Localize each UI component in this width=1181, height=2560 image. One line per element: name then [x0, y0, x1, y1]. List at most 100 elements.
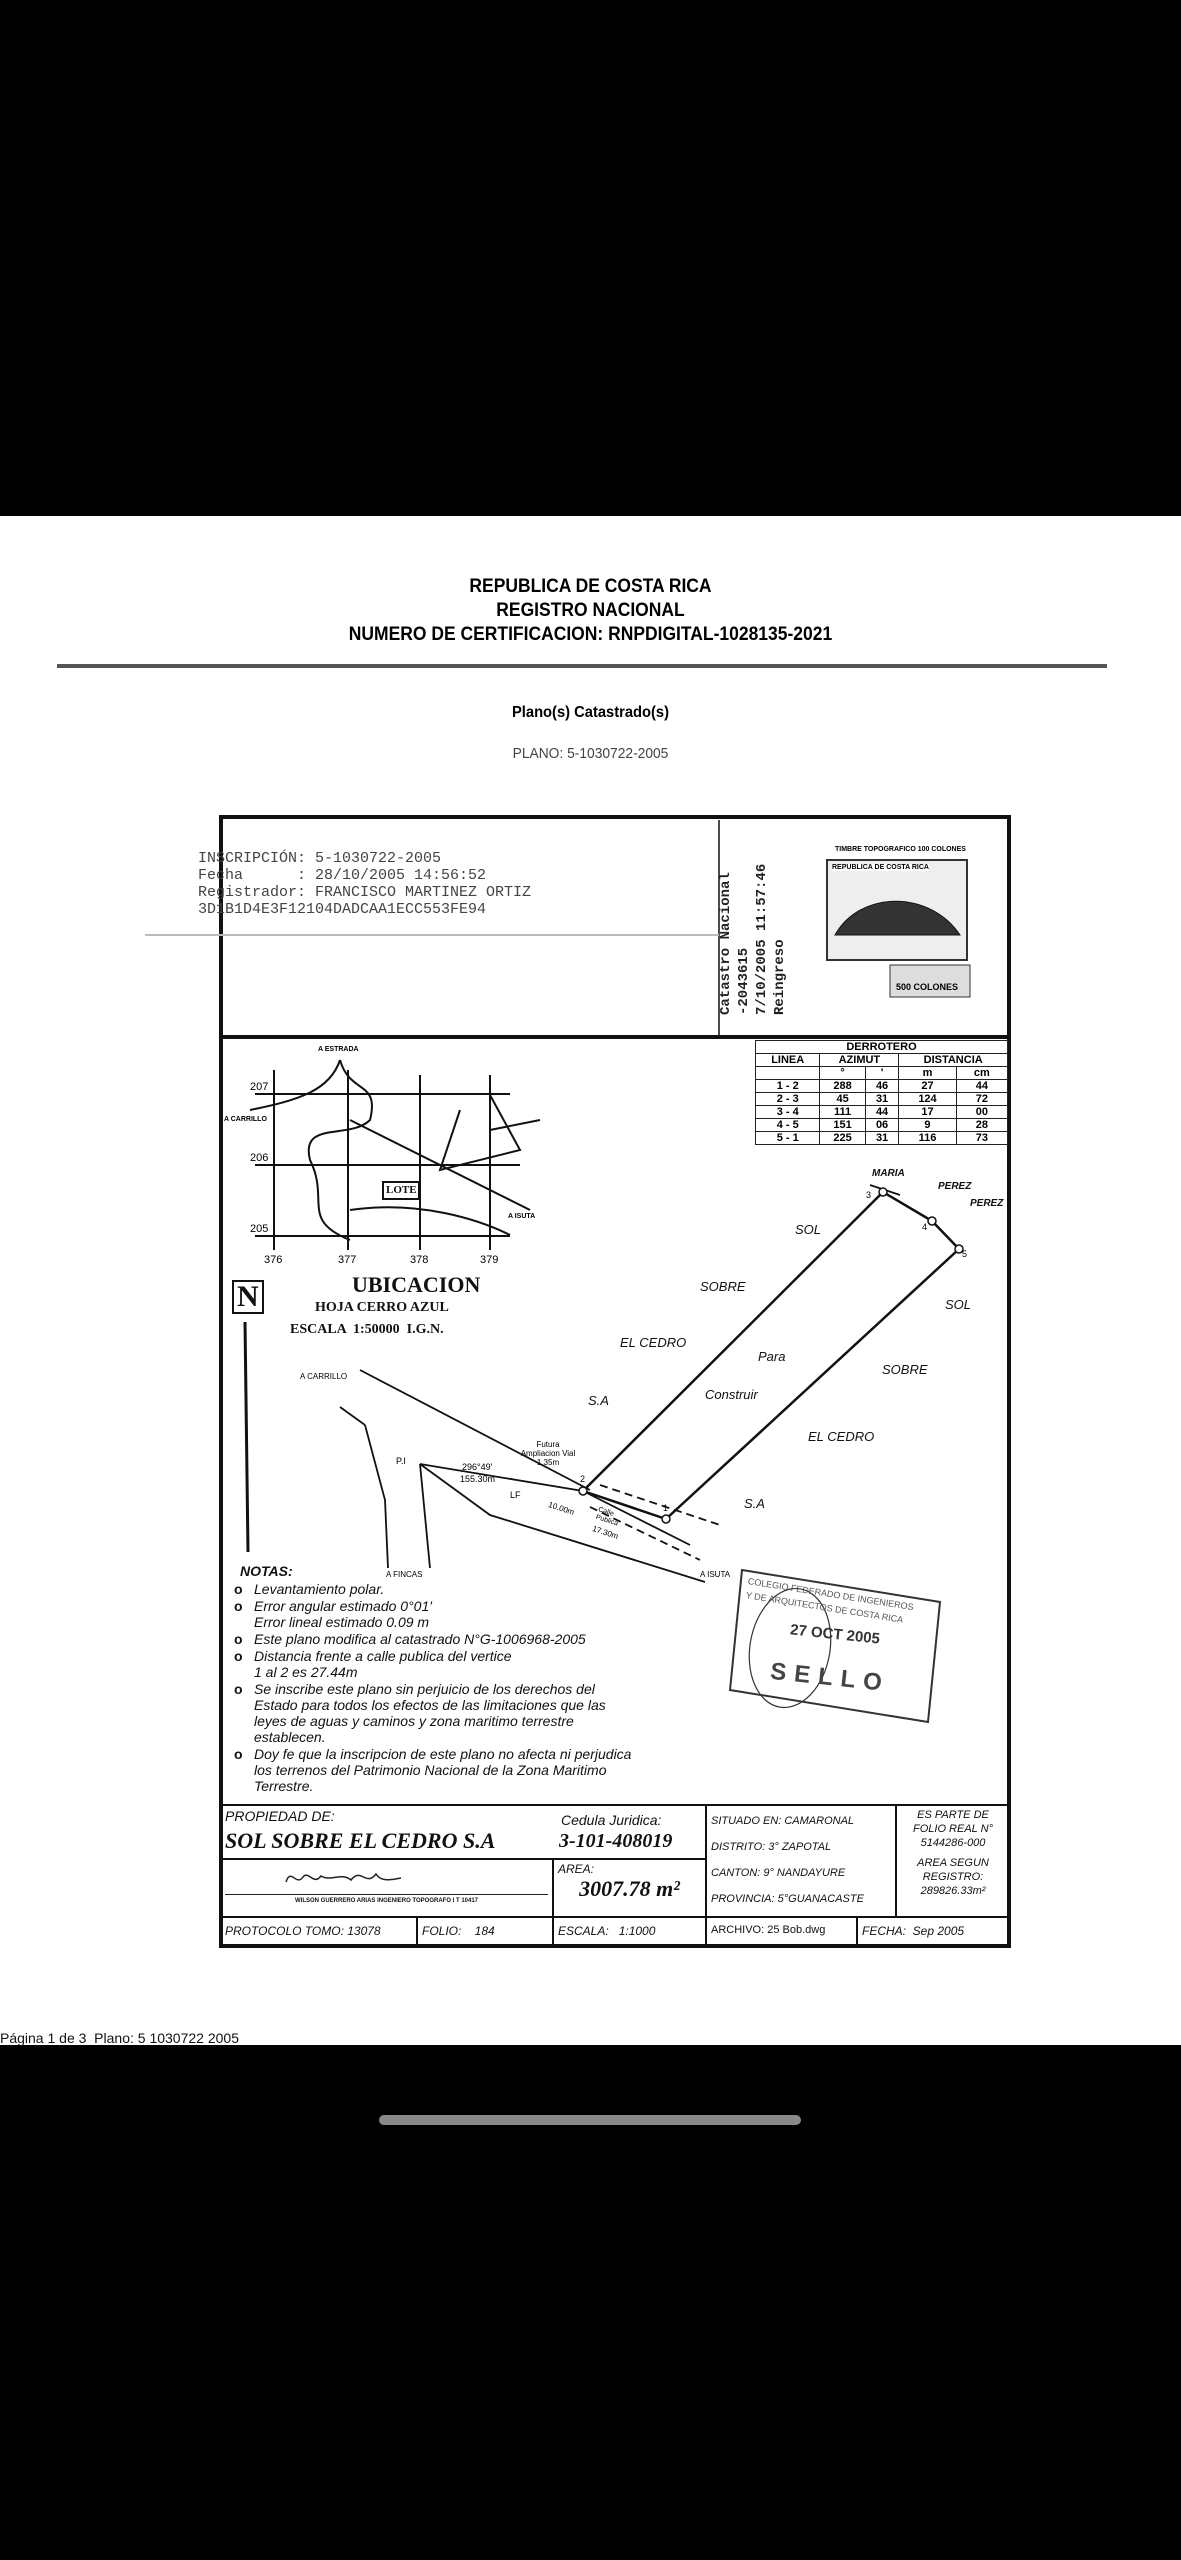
page-footer: Página 1 de 3 Plano: 5 1030722 2005: [0, 2030, 239, 2046]
grid-x-label: 377: [338, 1254, 357, 1266]
note-item: Error angular estimado 0°01' Error linea…: [232, 1598, 702, 1630]
protocolo-cell: PROTOCOLO TOMO: 13078: [219, 1916, 418, 1948]
vertex-5: 5: [962, 1249, 968, 1259]
provincia: PROVINCIA: 5°GUANACASTE: [711, 1893, 864, 1905]
timbre-top: TIMBRE TOPOGRAFICO 100 COLONES: [835, 846, 966, 853]
label-sobre: SOBRE: [882, 1362, 928, 1377]
label-lf: LF: [510, 1490, 521, 1500]
escala-cell: ESCALA: 1:1000: [552, 1916, 707, 1948]
road-a-fincas: A FINCAS: [386, 1570, 423, 1579]
note-item: Doy fe que la inscripcion de este plano …: [232, 1746, 652, 1794]
note-item: Levantamiento polar.: [232, 1581, 702, 1597]
lote-marker: [382, 1181, 420, 1200]
folio-cell: FOLIO: 184: [416, 1916, 554, 1948]
registrador-line: Registrador: FRANCISCO MARTINEZ ORTIZ: [198, 884, 532, 901]
timbre-value: 500 COLONES: [896, 982, 959, 992]
vertex-4: 4: [922, 1222, 928, 1232]
label-el-cedro: EL CEDRO: [808, 1429, 875, 1444]
section-title: Plano(s) Catastrado(s): [511, 704, 670, 721]
sello-stamp: [728, 1568, 942, 1724]
home-indicator[interactable]: [379, 2115, 801, 2125]
grid-x-label: 376: [264, 1254, 283, 1266]
header-divider: [57, 664, 1107, 668]
derrotero-title: DERROTERO: [755, 1040, 1008, 1054]
grid-y-label: 206: [250, 1152, 269, 1164]
grid-x-label: 379: [480, 1254, 499, 1266]
fecha-cell: FECHA: Sep 2005: [856, 1916, 1011, 1948]
label-distance: 155.30m: [460, 1474, 496, 1484]
header-certification: NUMERO DE CERTIFICACION: RNPDIGITAL-1028…: [348, 624, 833, 645]
note-item: Este plano modifica al catastrado N°G-10…: [232, 1631, 702, 1647]
hash-line: 3D1B1D4E3F12104DADCAA1ECC553FE94: [198, 901, 487, 918]
sub-min: ': [864, 1066, 900, 1080]
road-a-isuta: A ISUTA: [700, 1570, 731, 1579]
inscripcion-line: INSCRIPCIÓN: 5-1030722-2005: [198, 850, 442, 867]
archivo-cell: ARCHIVO: 25 Bob.dwg: [705, 1916, 858, 1948]
grid-y-label: 207: [250, 1081, 269, 1093]
parcel-outline: [582, 1190, 960, 1521]
note-item: Distancia frente a calle publica del ver…: [232, 1648, 702, 1680]
label-sa: S.A: [744, 1496, 765, 1511]
sub-m: m: [898, 1066, 957, 1080]
label-azimut: 296°49': [462, 1462, 493, 1472]
catastro-label: Catastro Nacional: [718, 872, 734, 1015]
header-country: REPUBLICA DE COSTA RICA: [469, 576, 712, 597]
vertex-3: 3: [866, 1190, 872, 1200]
grid-y-label: 205: [250, 1223, 269, 1235]
plano-number: PLANO: 5-1030722-2005: [512, 745, 669, 762]
area-registro-label: AREA SEGUN REGISTRO:: [917, 1857, 989, 1883]
propiedad-label: PROPIEDAD DE:: [225, 1808, 335, 1824]
label-futura-ampliacion: Futura Ampliacion Vial 1.35m: [520, 1440, 576, 1467]
situado: SITUADO EN: CAMARONAL: [711, 1815, 855, 1827]
col-distancia: DISTANCIA: [898, 1053, 1008, 1067]
situado-cell: SITUADO EN: CAMARONAL DISTRITO: 3° ZAPOT…: [705, 1804, 897, 1918]
label-perez: PEREZ: [938, 1181, 972, 1192]
fecha-line: Fecha : 28/10/2005 14:56:52: [198, 867, 487, 884]
area-value: 3007.78 m²: [579, 1876, 680, 1901]
ubicacion-escala: ESCALA 1:50000 I.G.N.: [290, 1322, 444, 1337]
label-perez: PEREZ: [970, 1198, 1004, 1209]
cedula-label: Cedula Juridica:: [561, 1812, 662, 1828]
area-label: AREA:: [558, 1862, 595, 1876]
ubicacion-hoja: HOJA CERRO AZUL: [315, 1300, 449, 1315]
col-azimut: AZIMUT: [819, 1053, 900, 1067]
ubicacion-title: UBICACION: [352, 1272, 481, 1297]
north-arrow: [243, 1321, 250, 1553]
label-el-cedro: EL CEDRO: [620, 1335, 687, 1350]
col-linea: LINEA: [754, 1053, 821, 1067]
catastro-number: -2043615: [736, 947, 752, 1015]
folio-real-number: 5144286-000: [920, 1837, 986, 1849]
timbre-stamp: [826, 859, 971, 998]
header-registry: REGISTRO NACIONAL: [496, 600, 685, 621]
grid-x-label: 378: [410, 1254, 429, 1266]
folio-real-cell: ES PARTE DE FOLIO REAL N° 5144286-000 AR…: [895, 1804, 1011, 1918]
label-construir: Construir: [705, 1387, 758, 1402]
roads: [339, 1184, 901, 1583]
north-icon: N: [232, 1280, 264, 1314]
signature-cell: WILSON GUERRERO ARIAS INGENIERO TOPOGRAF…: [219, 1858, 554, 1918]
map-lote: LOTE: [386, 1184, 417, 1196]
vertex-2: 2: [580, 1474, 586, 1484]
label-sa: S.A: [588, 1393, 609, 1408]
sub-deg: °: [819, 1066, 866, 1080]
location-map: [249, 1059, 541, 1250]
area-registro-value: 289826.33m²: [920, 1885, 986, 1897]
propiedad-owner: SOL SOBRE EL CEDRO S.A: [225, 1828, 496, 1853]
road-a-carrillo: A CARRILLO: [300, 1372, 348, 1381]
label-sol: SOL: [795, 1222, 822, 1237]
signer-name: WILSON GUERRERO ARIAS INGENIERO TOPOGRAF…: [225, 1894, 548, 1904]
note-item: Se inscribe este plano sin perjuicio de …: [232, 1681, 632, 1745]
sub-cm: cm: [955, 1066, 1009, 1080]
label-maria: MARIA: [872, 1168, 905, 1179]
propiedad-cell: PROPIEDAD DE: SOL SOBRE EL CEDRO S.A Ced…: [219, 1804, 707, 1860]
signature-icon: [285, 1872, 402, 1883]
map-a-carrillo: A CARRILLO: [224, 1116, 267, 1123]
notes-section: NOTAS: Levantamiento polar. Error angula…: [232, 1563, 702, 1795]
